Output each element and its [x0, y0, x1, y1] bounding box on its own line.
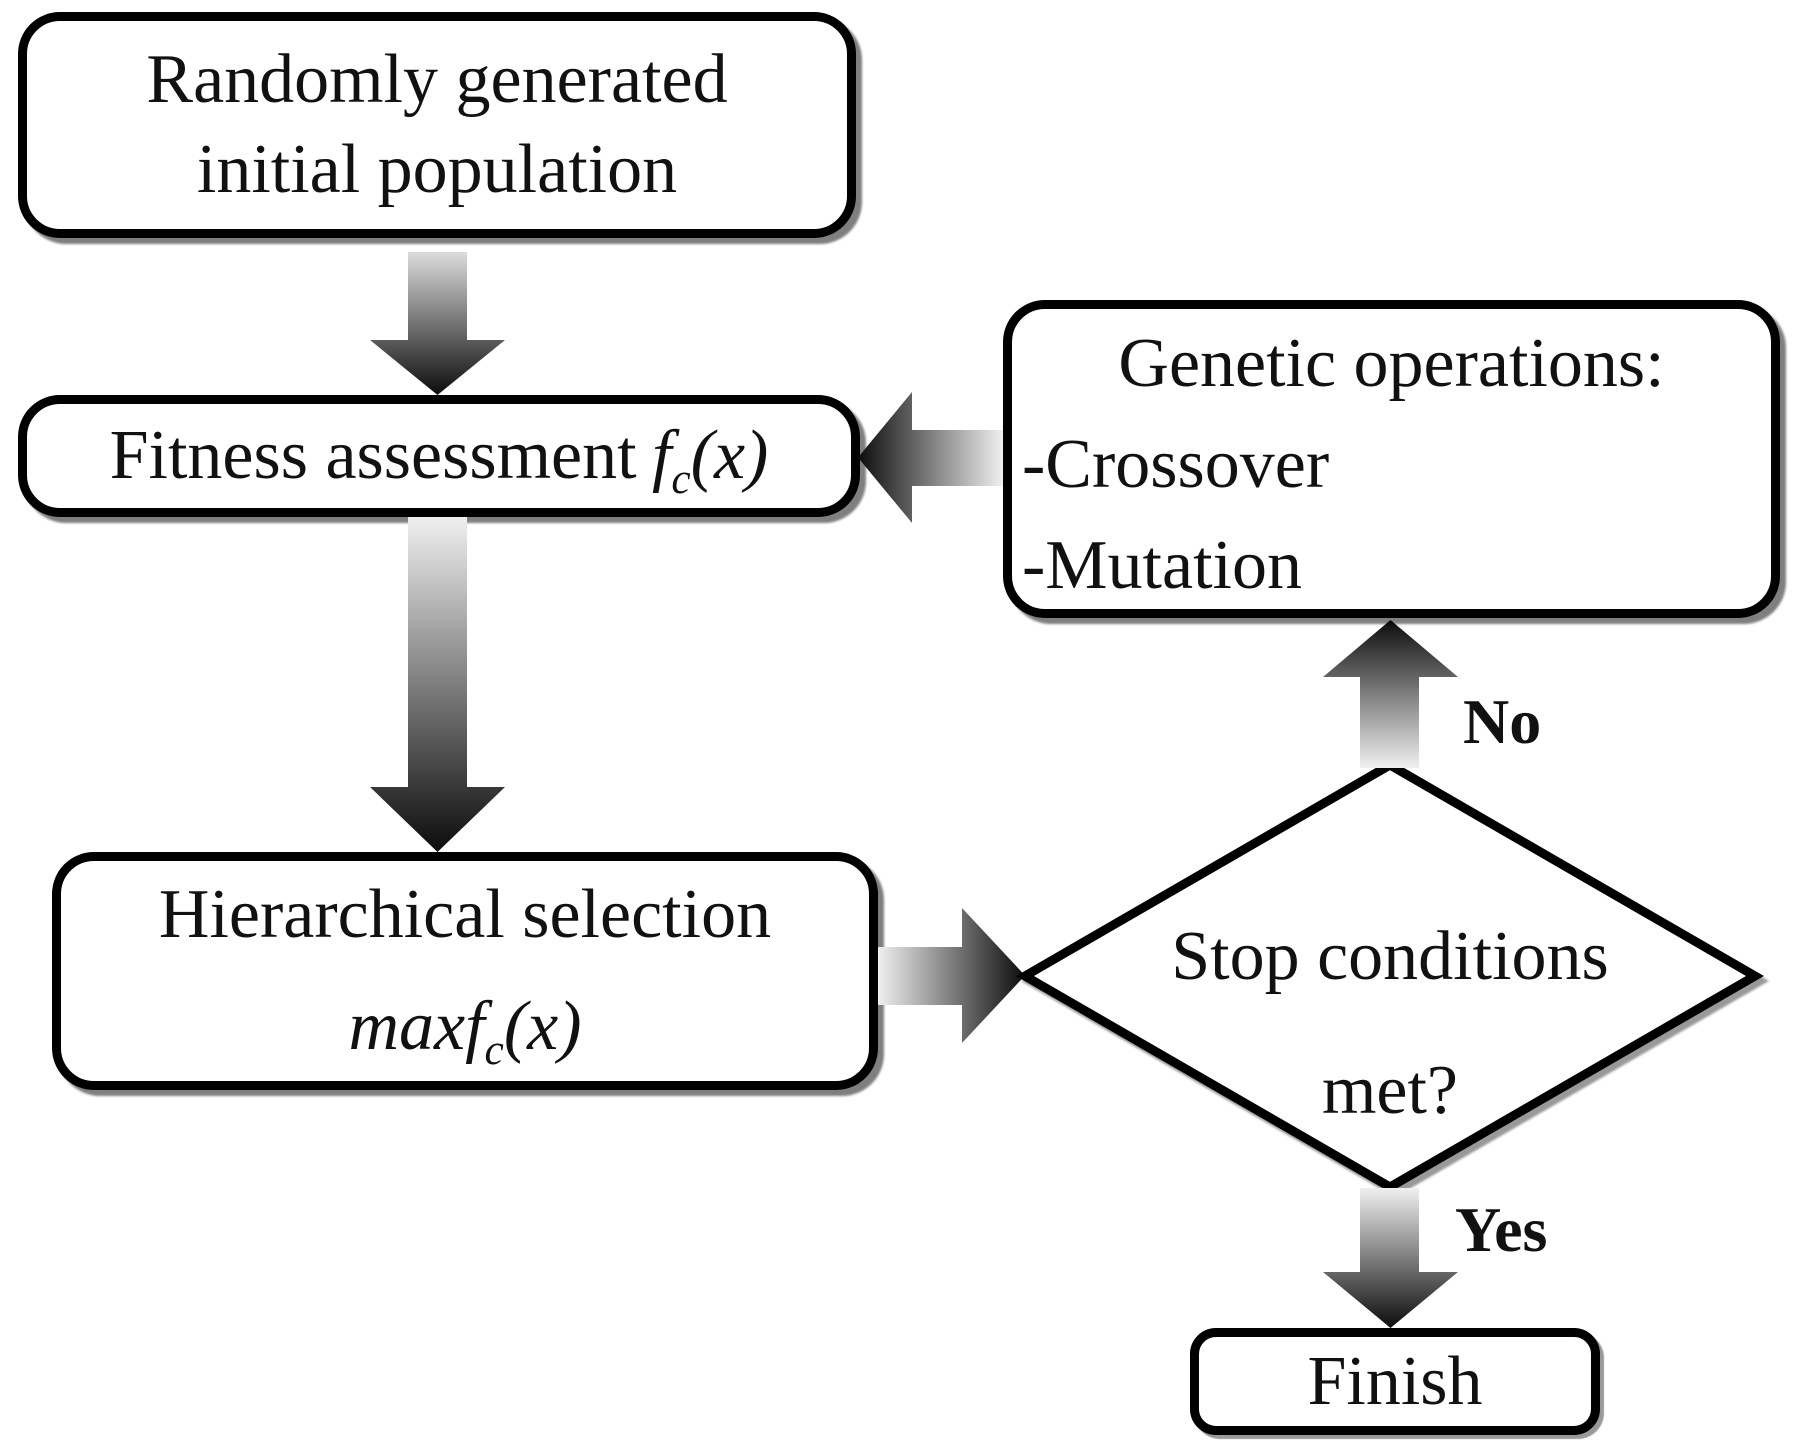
- arrow-selection-to-decision: [878, 908, 1025, 1043]
- node-text-line: maxfc(x): [348, 971, 581, 1083]
- node-initial-population: Randomly generated initial population: [18, 12, 856, 238]
- node-text-line: -Mutation: [1022, 527, 1302, 604]
- arrow-initial-to-fitness: [370, 252, 505, 395]
- edge-label-yes: Yes: [1455, 1194, 1548, 1265]
- arrow-fitness-to-selection: [370, 517, 505, 852]
- node-text-line: Stop conditions: [1171, 918, 1609, 995]
- arrow-genetic-to-fitness: [858, 392, 1003, 523]
- decision-text: Stop conditions met?: [1060, 890, 1720, 1158]
- arrow-decision-to-finish: [1323, 1188, 1458, 1328]
- node-stop-conditions-diamond: [1016, 759, 1764, 1193]
- node-finish: Finish: [1190, 1328, 1600, 1435]
- node-text-line: Randomly generated: [146, 41, 728, 118]
- node-text-line: Hierarchical selection: [158, 876, 772, 953]
- selection-formula: maxfc(x): [348, 988, 582, 1074]
- fitness-label: Fitness assessment: [109, 417, 637, 494]
- edge-label-no: No: [1463, 686, 1542, 757]
- node-hierarchical-selection: Hierarchical selection maxfc(x): [52, 852, 878, 1090]
- node-text-line: Genetic operations:: [1118, 325, 1665, 402]
- diamond-shape: [1016, 759, 1764, 1193]
- node-text-line: initial population: [196, 131, 678, 208]
- arrow-decision-to-genetic: [1323, 620, 1458, 768]
- fitness-formula: fc(x): [651, 417, 769, 503]
- node-text-line: -Crossover: [1022, 426, 1330, 503]
- node-genetic-operations: Genetic operations: -Crossover -Mutation: [1003, 300, 1780, 618]
- node-text-line: met?: [1321, 1052, 1459, 1129]
- node-text-line: Finish: [1307, 1342, 1483, 1420]
